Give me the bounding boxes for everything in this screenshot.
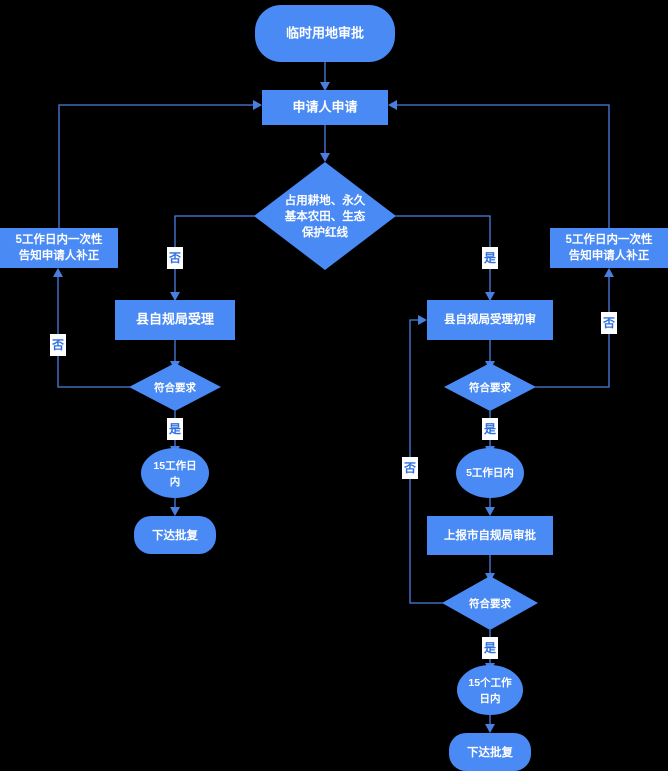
right-check2-label: 符合要求 xyxy=(469,597,511,610)
node-right-check1[interactable]: 符合要求 xyxy=(444,363,536,411)
right-reply-label: 下达批复 xyxy=(467,745,513,759)
arrow-rightcheck2-no xyxy=(418,315,427,325)
right-notify-shape xyxy=(550,228,668,268)
edge-label-rightcheck1-yes-bg xyxy=(482,418,498,440)
arrow-decision-yes xyxy=(485,292,495,301)
right-check1-shape xyxy=(444,363,536,411)
right-check2-shape xyxy=(442,576,538,630)
apply-label: 申请人申请 xyxy=(292,99,357,114)
right-notify-label-2: 告知申请人补正 xyxy=(569,248,650,262)
edge-label-rightcheck1-no-text: 否 xyxy=(602,316,615,330)
left-days-shape xyxy=(141,448,209,498)
node-start[interactable]: 临时用地审批 xyxy=(255,5,395,62)
edge-label-land-no: 否 xyxy=(167,247,183,269)
edge-label-rightcheck2-no-bg xyxy=(402,457,418,479)
right-notify-label-1: 5工作日内一次性 xyxy=(566,232,653,246)
left-check-label: 符合要求 xyxy=(154,381,196,394)
edge-label-rightcheck2-no: 否 xyxy=(402,457,418,479)
edge-rightnotify-to-apply xyxy=(395,104,610,228)
left-accept-label: 县自规局受理 xyxy=(136,311,214,326)
arrow-rightnotify-to-apply xyxy=(388,100,397,110)
edge-label-leftcheck-yes-bg xyxy=(167,418,183,440)
edge-leftnotify-to-apply xyxy=(58,104,255,228)
node-left-reply[interactable]: 下达批复 xyxy=(134,516,216,554)
right-days2-shape xyxy=(457,665,523,715)
node-right-reply[interactable]: 下达批复 xyxy=(449,733,531,771)
right-days2-label-1: 15个工作 xyxy=(468,676,512,689)
left-reply-label: 下达批复 xyxy=(152,528,198,542)
edge-label-leftcheck-no: 否 xyxy=(50,334,66,356)
node-left-accept[interactable]: 县自规局受理 xyxy=(115,300,235,340)
edge-decision-yes xyxy=(395,215,491,294)
right-accept-label: 县自规局受理初审 xyxy=(444,312,536,326)
right-days2-label-2: 日内 xyxy=(480,692,501,705)
edge-label-land-yes-bg xyxy=(482,247,498,269)
arrow-decision-no xyxy=(170,292,180,301)
left-notify-shape xyxy=(0,228,118,268)
arrow-rightdays2-to-reply xyxy=(485,724,495,733)
edge-label-rightcheck1-no: 否 xyxy=(601,312,617,334)
edges-layer xyxy=(53,62,614,733)
node-right-check2[interactable]: 符合要求 xyxy=(442,576,538,630)
node-left-days[interactable]: 15工作日 内 xyxy=(141,448,209,498)
decision-land-label-3: 保护红线 xyxy=(301,225,348,239)
node-right-notify[interactable]: 5工作日内一次性 告知申请人补正 xyxy=(550,228,668,268)
edge-label-land-no-bg xyxy=(167,247,183,269)
edge-decision-no xyxy=(174,215,255,294)
node-left-check[interactable]: 符合要求 xyxy=(129,363,221,411)
edge-leftcheck-no xyxy=(57,275,130,388)
edge-label-rightcheck2-no-text: 否 xyxy=(403,461,416,475)
edge-label-leftcheck-no-bg xyxy=(50,334,66,356)
edge-label-land-yes-text: 是 xyxy=(483,251,497,265)
right-check1-label: 符合要求 xyxy=(469,381,511,394)
arrow-apply-to-decision xyxy=(320,153,330,162)
edge-label-rightcheck2-yes-text: 是 xyxy=(483,641,497,655)
arrow-rightdays1-to-report xyxy=(485,507,495,516)
edge-label-leftcheck-no-text: 否 xyxy=(51,338,64,352)
node-right-accept[interactable]: 县自规局受理初审 xyxy=(427,300,553,340)
arrow-start-to-apply xyxy=(320,82,330,91)
node-report-city[interactable]: 上报市自规局审批 xyxy=(427,516,553,555)
right-reply-shape xyxy=(449,733,531,771)
edge-label-rightcheck2-yes-bg xyxy=(482,637,498,659)
edge-label-rightcheck1-yes: 是 xyxy=(482,418,498,440)
left-days-label-1: 15工作日 xyxy=(153,459,196,472)
right-accept-shape xyxy=(427,300,553,340)
arrow-leftnotify-to-apply xyxy=(253,100,262,110)
right-days1-label: 5工作日内 xyxy=(466,466,514,479)
edge-label-rightcheck1-yes-text: 是 xyxy=(483,422,497,436)
edge-label-land-no-text: 否 xyxy=(168,251,181,265)
arrow-leftcheck-no xyxy=(53,268,63,277)
edge-label-rightcheck1-no-bg xyxy=(601,312,617,334)
left-check-shape xyxy=(129,363,221,411)
left-notify-label-1: 5工作日内一次性 xyxy=(16,232,103,246)
left-notify-label-2: 告知申请人补正 xyxy=(19,248,100,262)
start-label: 临时用地审批 xyxy=(286,25,364,40)
report-city-label: 上报市自规局审批 xyxy=(444,528,536,542)
edge-label-leftcheck-yes: 是 xyxy=(167,418,183,440)
node-left-notify[interactable]: 5工作日内一次性 告知申请人补正 xyxy=(0,228,118,268)
edge-label-rightcheck2-yes: 是 xyxy=(482,637,498,659)
right-days1-shape xyxy=(456,448,524,498)
node-right-days2[interactable]: 15个工作 日内 xyxy=(457,665,523,715)
left-accept-shape xyxy=(115,300,235,340)
report-city-shape xyxy=(427,516,553,555)
left-days-label-2: 内 xyxy=(170,475,181,488)
decision-land-label-1: 占用耕地、永久 xyxy=(285,193,366,207)
arrow-leftdays-to-leftreply xyxy=(170,507,180,516)
arrow-rightcheck1-no xyxy=(604,268,614,277)
node-right-days1[interactable]: 5工作日内 xyxy=(456,448,524,498)
left-reply-shape xyxy=(134,516,216,554)
node-apply[interactable]: 申请人申请 xyxy=(262,90,388,125)
edge-label-leftcheck-yes-text: 是 xyxy=(168,422,182,436)
decision-land-label-2: 基本农田、生态 xyxy=(284,209,366,223)
edge-labels-layer: 否 是 否 是 否 是 否 是 xyxy=(50,247,617,659)
edge-label-land-yes: 是 xyxy=(482,247,498,269)
apply-shape xyxy=(262,90,388,125)
start-shape xyxy=(255,5,395,62)
node-decision-land[interactable]: 占用耕地、永久 基本农田、生态 保护红线 xyxy=(254,162,396,270)
decision-land-shape xyxy=(254,162,396,270)
